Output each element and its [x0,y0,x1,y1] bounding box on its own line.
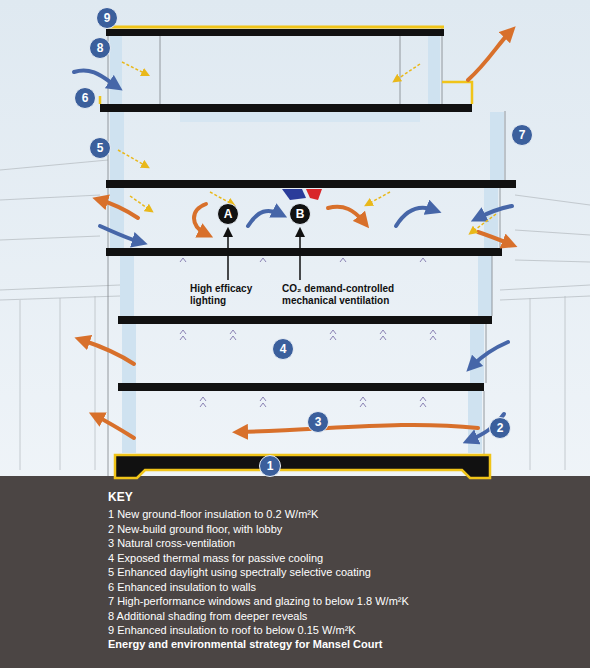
sketch-line [515,230,590,262]
thermal-mass-radiation [180,258,436,407]
glazing-panel [470,324,484,383]
callout-text: 8 [97,42,104,54]
daylight-ray [368,192,390,204]
glazing-panel [110,36,122,104]
key-line: 7 High-performance windows and glazing t… [108,594,409,609]
callout-text: 1 [267,460,274,472]
callout-text: 9 [104,12,111,24]
daylight-ray [118,150,146,166]
key-line: 5 Enhanced daylight using spectrally sel… [108,565,409,580]
key-list: 1 New ground-floor insulation to 0.2 W/m… [108,507,409,638]
leader-label: High efficacy lighting [190,283,270,307]
sketch-line [500,195,590,470]
callout-letter: A [217,203,239,225]
callout-text: B [296,208,305,220]
heat-chevrons [180,330,436,340]
callout-text: 3 [315,416,322,428]
wall-insulation [100,82,472,104]
callout-text: 6 [82,92,89,104]
callout-number: 3 [307,411,329,433]
key-line: 2 New-build ground floor, with lobby [108,522,409,537]
floor-slab [106,248,502,256]
callout-number: 7 [511,124,533,146]
callout-text: 7 [519,129,526,141]
daylight-ray [122,62,146,74]
clerestory [180,112,420,122]
sketch-line [0,160,120,470]
daylight-ray [396,64,420,80]
glazing-panel [122,324,136,383]
duct-supply [282,189,306,200]
callout-text: A [224,208,233,220]
air-in [100,226,140,242]
floor-slabs [100,29,516,391]
key-heading: KEY [108,491,188,503]
heat-chevrons [200,397,426,407]
glazing-panel [468,391,482,453]
air-out [96,416,134,438]
air-out [478,232,510,244]
air-circulation [194,204,206,234]
floor-slab [118,316,492,324]
air-in [74,70,116,86]
sketch-line [0,195,100,240]
heat-chevrons [180,258,426,262]
callout-number: 9 [96,7,118,29]
air-out [100,200,138,218]
roof-slab [106,29,444,36]
glazing-panel [110,112,124,180]
floor-slab [100,104,472,112]
callout-number: 2 [489,417,511,439]
glazing-panel [110,188,124,248]
air-out [82,340,134,364]
air-circulation [396,208,434,226]
neighbour-buildings [0,160,590,470]
glazing [110,36,504,453]
air-out [468,32,510,80]
key-line: 9 Enhanced insulation to roof to below 0… [108,623,409,638]
air-circulation [328,207,364,222]
callout-number: 6 [74,87,96,109]
ground [0,476,590,668]
glazing-panel [478,256,492,316]
callout-number: 1 [259,455,281,477]
caption: Energy and environmental strategy for Ma… [108,638,382,650]
key-line: 6 Enhanced insulation to walls [108,580,409,595]
roof-insulation [106,26,444,29]
ground-slab [115,455,490,478]
key-line: 1 New ground-floor insulation to 0.2 W/m… [108,507,409,522]
duct-extract [306,189,322,200]
air-circulation [248,211,280,226]
air-in [478,206,512,218]
daylight-ray [130,196,150,210]
leader-label: CO₂ demand-controlled mechanical ventila… [282,283,412,307]
callout-text: 5 [97,142,104,154]
glazing-panel [428,36,440,104]
leader-arrow [227,229,229,280]
key-line: 8 Additional shading from deeper reveals [108,609,409,624]
callout-text: 4 [280,343,287,355]
air-flows [74,32,512,440]
glazing-panel [490,112,504,180]
leader-arrow [299,229,301,280]
key-line: 3 Natural cross-ventilation [108,536,409,551]
callout-number: 5 [89,137,111,159]
wall-line [160,36,400,104]
glazing-panel [122,391,136,453]
callout-number: 4 [272,338,294,360]
cross-ventilation [240,425,478,432]
callout-text: 2 [497,422,504,434]
glazing-panel [120,256,134,316]
key-line: 4 Exposed thermal mass for passive cooli… [108,551,409,566]
callout-number: 8 [89,37,111,59]
floor-slab [118,383,484,391]
daylight-rays [118,62,496,232]
air-in [472,342,508,366]
floor-slab [106,180,516,188]
daylight-ray [472,214,496,232]
callout-letter: B [289,203,311,225]
